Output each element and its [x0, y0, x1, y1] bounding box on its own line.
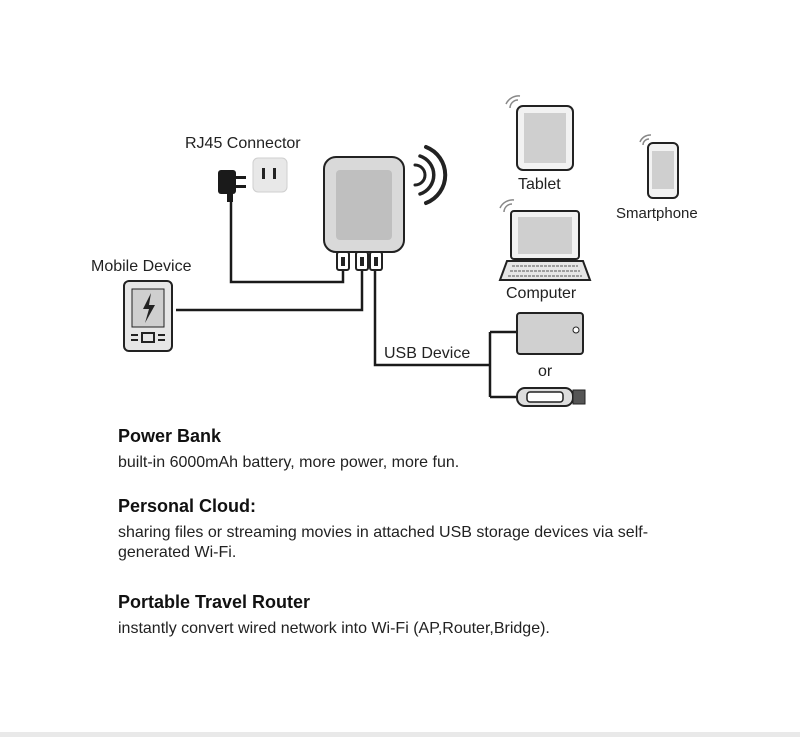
feature-travel-router: Portable Travel Router instantly convert… [118, 592, 550, 639]
mobile-phone-icon [123, 280, 173, 352]
rj45-connector-label: RJ45 Connector [185, 135, 301, 152]
usb-hard-drive-icon [516, 312, 584, 355]
usb-flash-drive-icon [516, 387, 586, 407]
tablet-label: Tablet [518, 176, 561, 193]
feature-description: instantly convert wired network into Wi-… [118, 620, 550, 637]
feature-description: built-in 6000mAh battery, more power, mo… [118, 454, 460, 471]
connection-lines [176, 200, 517, 399]
feature-title: Personal Cloud: [118, 496, 257, 516]
wifi-waves-icon [413, 145, 448, 205]
feature-power-bank: Power Bank built-in 6000mAh battery, mor… [118, 426, 459, 473]
connection-diagram [123, 95, 679, 407]
rj45-cable [229, 200, 345, 284]
mobile-cable [176, 268, 364, 312]
smartphone-icon [639, 134, 679, 199]
laptop-icon [498, 199, 592, 281]
mobile-device-label: Mobile Device [91, 258, 192, 275]
router-device-icon [323, 156, 405, 271]
feature-title: Portable Travel Router [118, 592, 311, 612]
bottom-divider [0, 732, 800, 737]
tablet-icon [505, 95, 574, 171]
feature-description: sharing files or streaming movies in att… [118, 524, 649, 561]
wall-outlet-icon [252, 157, 288, 193]
feature-personal-cloud: Personal Cloud: sharing files or streami… [118, 496, 708, 563]
or-label: or [538, 363, 553, 380]
usb-cable [373, 268, 490, 367]
smartphone-label: Smartphone [616, 205, 698, 222]
computer-label: Computer [506, 285, 577, 302]
power-adapter-icon [218, 170, 246, 202]
usb-branch [488, 330, 517, 399]
usb-device-label: USB Device [384, 345, 471, 362]
feature-title: Power Bank [118, 426, 222, 446]
